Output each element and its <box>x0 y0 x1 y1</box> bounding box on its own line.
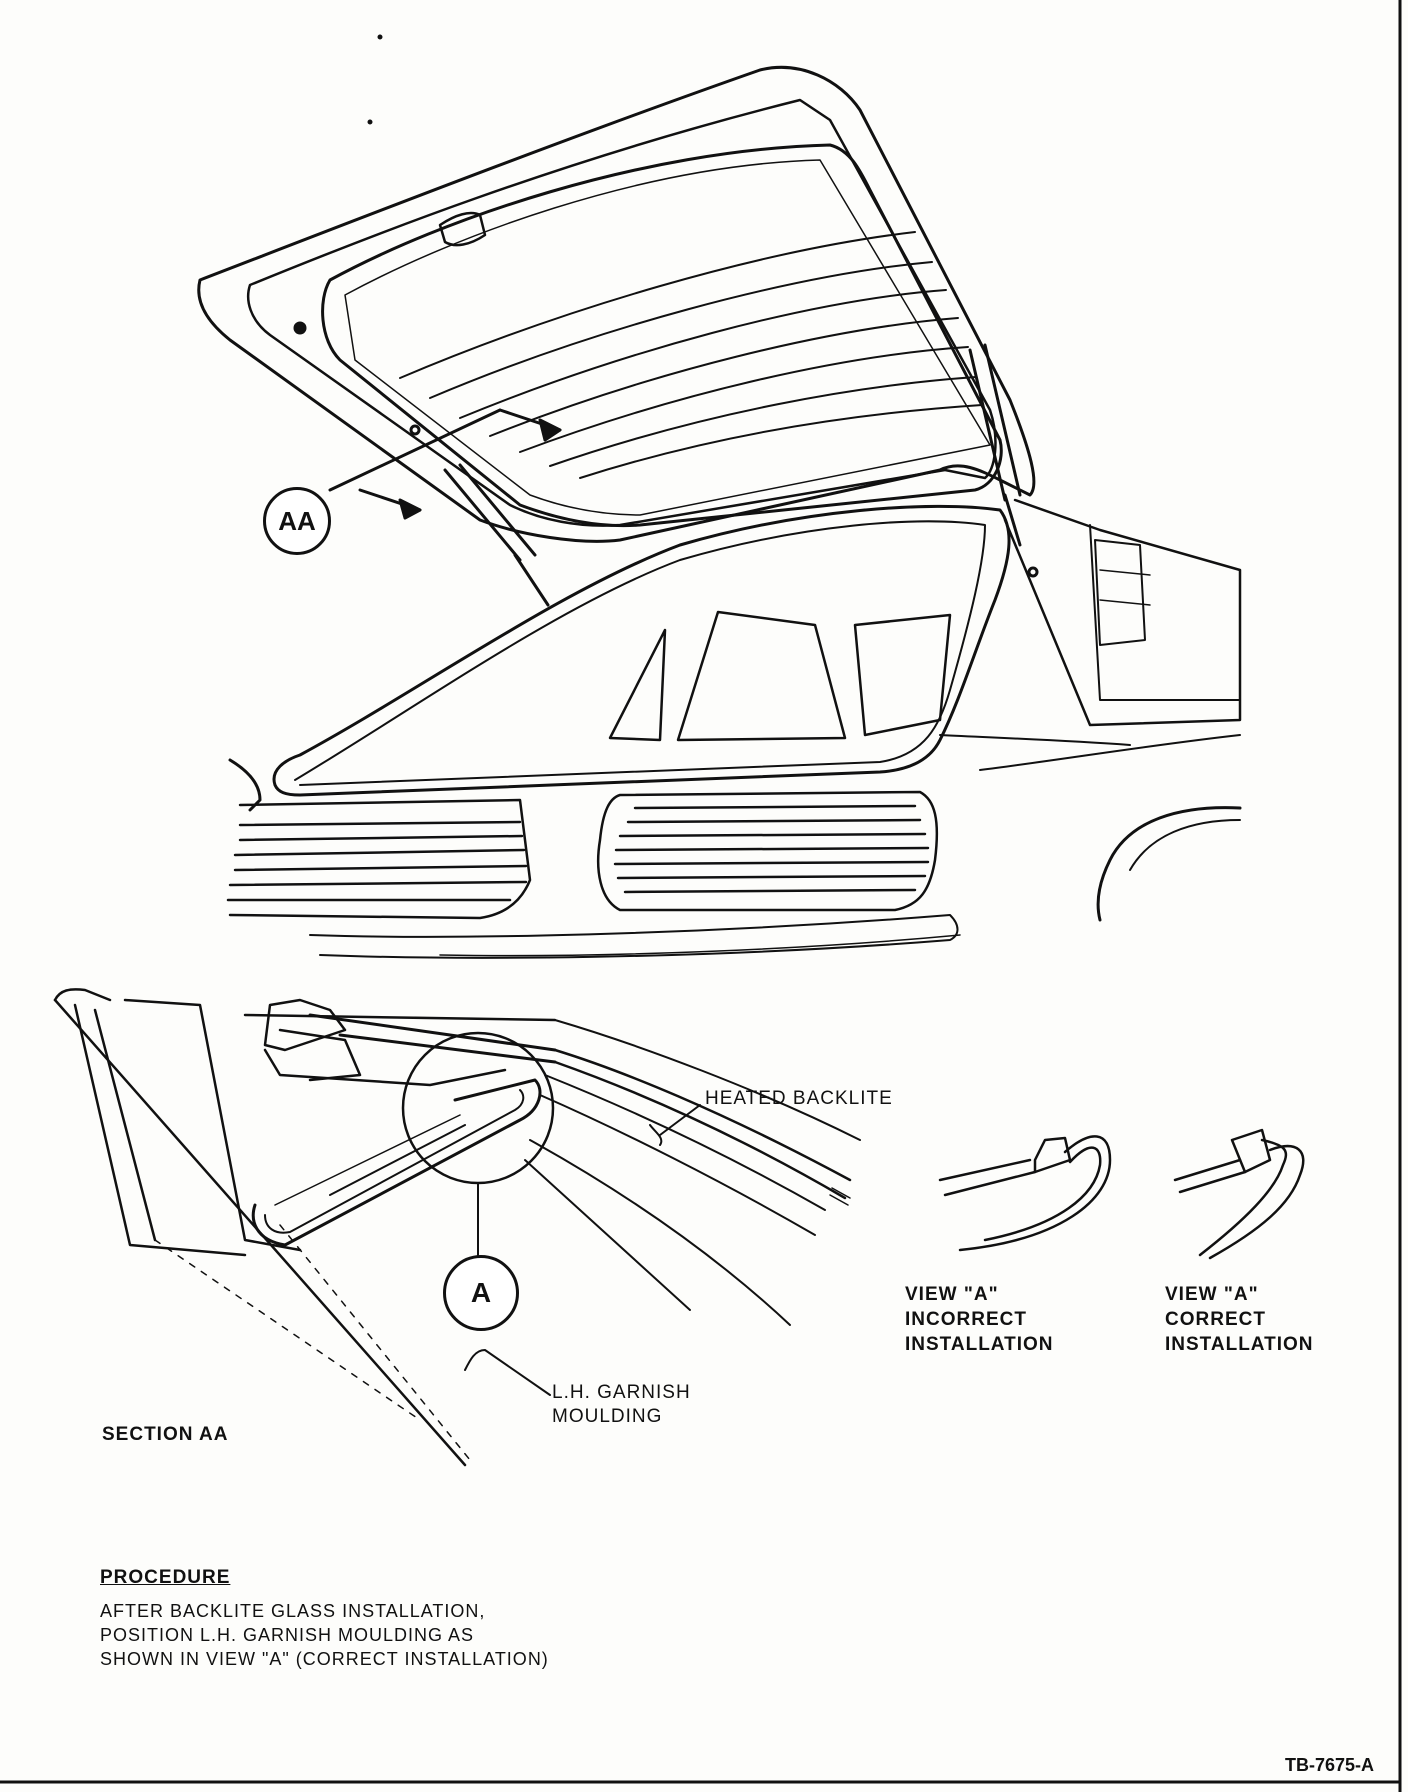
callout-aa: AA <box>263 487 331 555</box>
liftgate-drawing <box>197 65 1242 959</box>
procedure-line3: SHOWN IN VIEW "A" (CORRECT INSTALLATION) <box>100 1649 549 1669</box>
gas-struts <box>443 343 1022 607</box>
figure-id: TB-7675-A <box>1285 1755 1375 1775</box>
liftgate-outer-frame <box>197 65 1036 543</box>
label-section-aa: SECTION AA <box>102 1424 229 1445</box>
correct-line3: INSTALLATION <box>1165 1334 1314 1355</box>
backlite-glass-outline <box>321 143 1003 528</box>
label-garnish-line1: L.H. GARNISH <box>552 1382 691 1403</box>
section-cut-arrows <box>328 408 562 520</box>
procedure-heading: PROCEDURE <box>100 1567 231 1588</box>
defroster-grid-lines <box>399 231 983 479</box>
correct-line1: VIEW "A" <box>1165 1284 1259 1305</box>
section-aa-drawing <box>53 988 861 1467</box>
liftgate-inner-frame <box>246 98 997 527</box>
left-taillamp <box>226 798 532 920</box>
right-taillamp <box>596 790 939 912</box>
callout-a: A <box>443 1255 519 1331</box>
view-a-correct-drawing <box>1173 1128 1305 1260</box>
incorrect-line3: INSTALLATION <box>905 1334 1054 1355</box>
incorrect-line2: INCORRECT <box>905 1309 1027 1330</box>
procedure-line2: POSITION L.H. GARNISH MOULDING AS <box>100 1625 475 1645</box>
correct-line2: CORRECT <box>1165 1309 1266 1330</box>
label-heated-backlite: HEATED BACKLITE <box>705 1088 893 1109</box>
cargo-opening <box>272 504 1011 797</box>
callout-aa-text: AA <box>278 505 316 536</box>
callout-a-text: A <box>470 1277 492 1308</box>
label-garnish-line2: MOULDING <box>552 1406 663 1427</box>
view-a-incorrect-drawing <box>938 1135 1112 1252</box>
incorrect-line1: VIEW "A" <box>905 1284 999 1305</box>
procedure-line1: AFTER BACKLITE GLASS INSTALLATION, <box>100 1601 486 1621</box>
